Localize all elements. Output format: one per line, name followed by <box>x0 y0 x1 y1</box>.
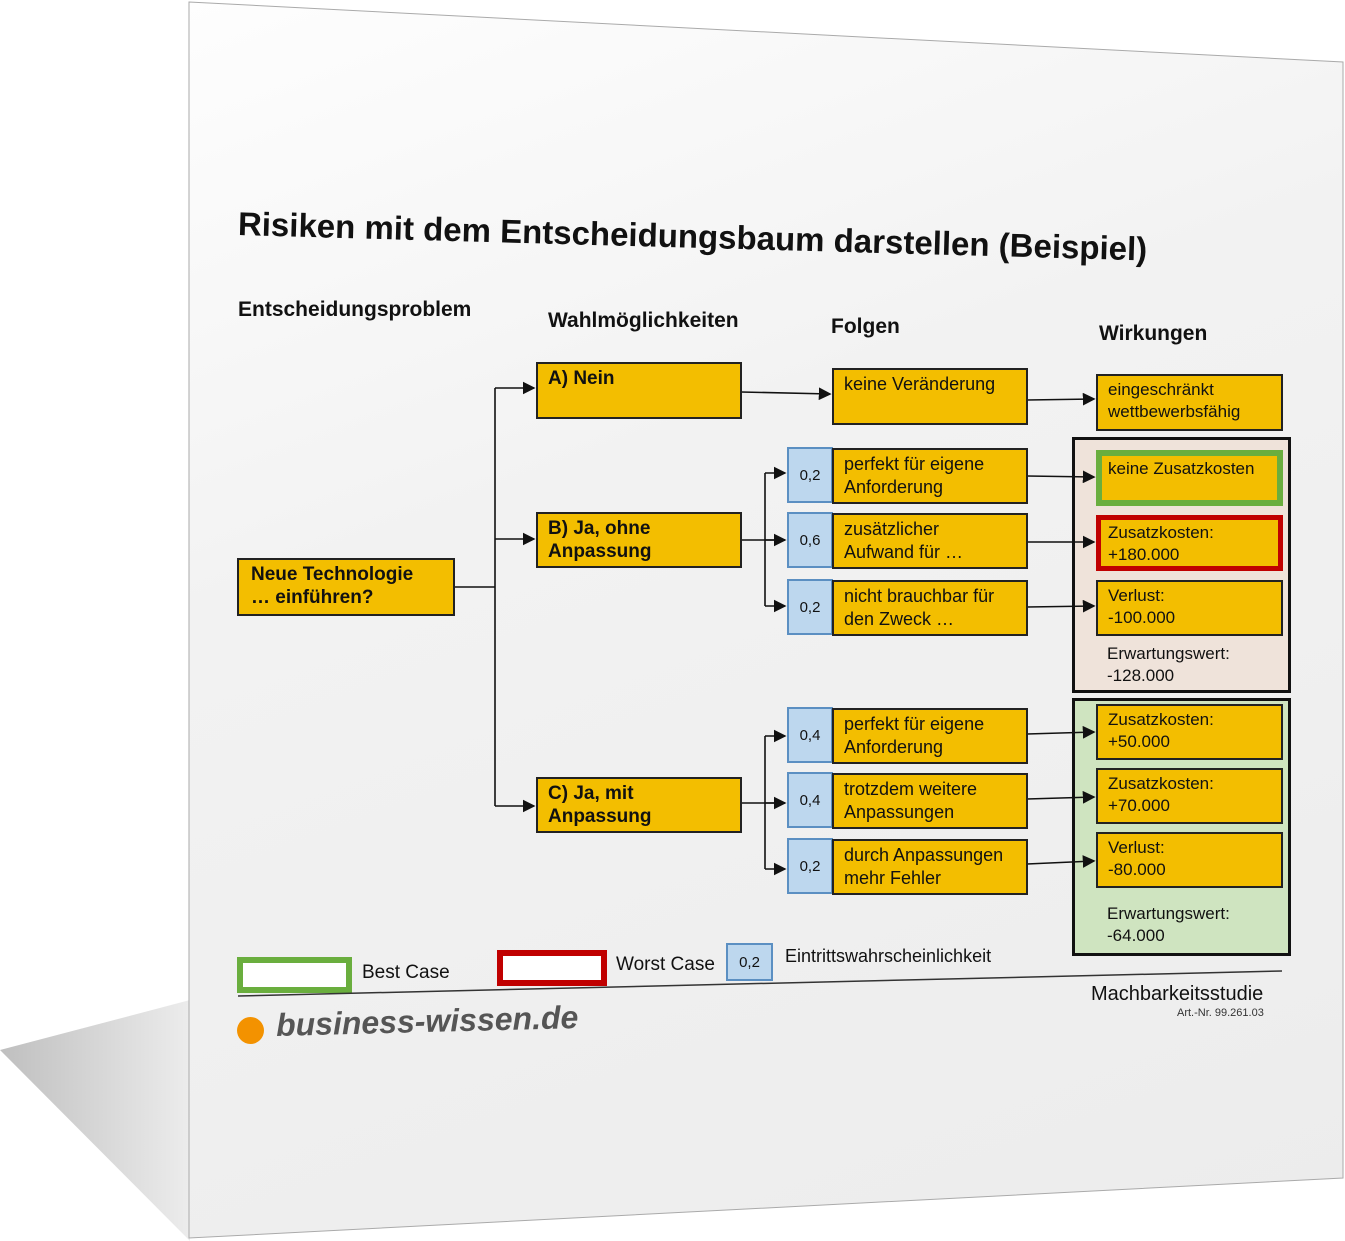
root-line2: … einführen? <box>251 587 374 608</box>
effect-box: Zusatzkosten: +70.000 <box>1096 768 1283 824</box>
consequence-box: nicht brauchbar für den Zweck … <box>832 580 1028 636</box>
option-a-box: A) Nein <box>536 362 742 419</box>
expected-value-b: Erwartungswert: -128.000 <box>1107 643 1230 687</box>
footer-article-number: Art.-Nr. 99.261.03 <box>1177 1007 1264 1019</box>
option-b-line2: Anpassung <box>548 541 652 562</box>
consequence-line2: Anpassungen <box>844 802 955 822</box>
consequence-line1: durch Anpassungen <box>844 845 1004 865</box>
root-decision-box: Neue Technologie… einführen? <box>237 558 455 616</box>
effect-box-worst-case: Zusatzkosten: +180.000 <box>1096 515 1283 571</box>
probability-box: 0,4 <box>787 707 833 763</box>
effect-line2: -100.000 <box>1108 608 1176 627</box>
expected-b-value: -128.000 <box>1107 666 1175 685</box>
probability-box: 0,2 <box>787 447 833 503</box>
consequence-a-label: keine Veränderung <box>844 374 996 394</box>
legend-worst-case-swatch <box>497 950 607 986</box>
effect-line1: Verlust: <box>1108 838 1165 857</box>
consequence-line2: den Zweck … <box>844 609 955 629</box>
legend-worst-case-label: Worst Case <box>616 954 715 975</box>
brand-logo-text: business-wissen.de <box>275 999 579 1043</box>
effect-line2: +70.000 <box>1108 796 1170 815</box>
legend-probability-label: Eintrittswahrscheinlichkeit <box>785 946 992 966</box>
option-b-line1: B) Ja, ohne <box>548 518 651 539</box>
consequence-box: durch Anpassungen mehr Fehler <box>832 839 1028 895</box>
effect-line1: Zusatzkosten: <box>1108 710 1214 729</box>
consequence-line2: mehr Fehler <box>844 868 942 888</box>
effect-box-best-case: keine Zusatzkosten <box>1096 450 1283 506</box>
consequence-line2: Anforderung <box>844 737 944 757</box>
header-problem: Entscheidungsproblem <box>238 298 472 321</box>
consequence-line2: Aufwand für … <box>844 542 964 562</box>
consequence-a-box: keine Veränderung <box>832 368 1028 425</box>
consequence-line1: perfekt für eigene <box>844 454 985 474</box>
consequence-line1: nicht brauchbar für <box>844 586 995 606</box>
effect-box: Zusatzkosten: +50.000 <box>1096 704 1283 760</box>
expected-c-value: -64.000 <box>1107 926 1165 945</box>
effect-a-line1: eingeschränkt <box>1108 380 1214 399</box>
option-c-line1: C) Ja, mit <box>548 783 634 804</box>
root-line1: Neue Technologie <box>251 564 414 585</box>
effect-box: Verlust: -80.000 <box>1096 832 1283 888</box>
effect-line1: keine Zusatzkosten <box>1108 459 1255 478</box>
brand-logo-dot-icon <box>237 1017 264 1044</box>
expected-c-label: Erwartungswert: <box>1107 904 1230 923</box>
consequence-line2: Anforderung <box>844 477 944 497</box>
legend-probability-swatch: 0,2 <box>726 943 773 981</box>
option-c-line2: Anpassung <box>548 806 652 827</box>
footer-product-name: Machbarkeitsstudie <box>1091 983 1264 1005</box>
consequence-line1: perfekt für eigene <box>844 714 985 734</box>
consequence-line1: zusätzlicher <box>844 519 940 539</box>
effect-line2: +180.000 <box>1108 545 1180 564</box>
effect-line2: +50.000 <box>1108 732 1170 751</box>
probability-box: 0,6 <box>787 512 833 568</box>
effect-a-line2: wettbewerbsfähig <box>1108 402 1241 421</box>
effect-line2: -80.000 <box>1108 860 1166 879</box>
effect-a-box: eingeschränkt wettbewerbsfähig <box>1096 374 1283 431</box>
header-effects: Wirkungen <box>1099 322 1208 345</box>
probability-box: 0,2 <box>787 838 833 894</box>
header-consequences: Folgen <box>831 315 900 338</box>
effect-line1: Zusatzkosten: <box>1108 774 1214 793</box>
expected-value-c: Erwartungswert: -64.000 <box>1107 903 1230 947</box>
expected-b-label: Erwartungswert: <box>1107 644 1230 663</box>
effect-box: Verlust: -100.000 <box>1096 580 1283 636</box>
option-a-label: A) Nein <box>548 368 615 389</box>
legend-best-case-swatch <box>237 957 352 993</box>
consequence-line1: trotzdem weitere <box>844 779 978 799</box>
header-options: Wahlmöglichkeiten <box>548 309 739 332</box>
effect-line1: Verlust: <box>1108 586 1165 605</box>
effect-line1: Zusatzkosten: <box>1108 523 1214 542</box>
legend-best-case-label: Best Case <box>362 962 450 983</box>
